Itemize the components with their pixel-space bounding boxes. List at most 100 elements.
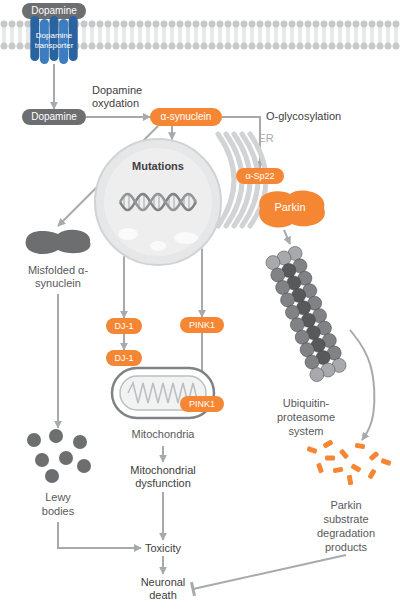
nucleus-part	[120, 194, 196, 210]
lewy-part	[35, 453, 49, 467]
products-part	[350, 463, 361, 472]
cell-nucleus: Mutations	[94, 138, 222, 266]
pill-part	[106, 350, 142, 366]
nucleus-part	[174, 232, 198, 244]
pathway-arrow	[57, 294, 59, 428]
pathway-arrow	[123, 334, 125, 350]
node-label: Neuronal death	[133, 576, 193, 602]
node-label: Mitochondria	[110, 428, 216, 441]
node-label: Toxicity	[131, 541, 195, 555]
node-label: DJ-1	[106, 318, 142, 334]
misfolded-protein: Misfolded α-synuclein	[8, 226, 108, 294]
ups-part	[310, 368, 324, 382]
nucleus-outline	[94, 138, 222, 266]
node-label: Parkin substrate degradation products	[313, 498, 379, 554]
molecule-pill: Dopamine	[22, 109, 86, 125]
protein-pill: PINK1	[180, 396, 224, 412]
ups-part	[266, 256, 280, 270]
lewy-part	[73, 435, 87, 449]
ups-part	[300, 343, 314, 357]
node-label: PINK1	[180, 396, 224, 412]
products-part	[339, 449, 349, 460]
lewy-part	[59, 451, 73, 465]
pathway-arrow	[162, 556, 164, 574]
node-label: Parkin	[250, 201, 330, 214]
products-part	[367, 468, 376, 479]
nucleus-part	[120, 194, 196, 210]
mitochondrion: MitochondriaPINK1	[110, 366, 216, 446]
pathway-arrow	[162, 446, 164, 462]
nucleus-part	[150, 241, 166, 251]
node-label: Dopamine transporter	[26, 31, 82, 51]
products-part	[355, 443, 366, 450]
node-label: Misfolded α-synuclein	[8, 264, 108, 290]
transporter-protein: Dopamine transporter	[30, 16, 78, 64]
products-part	[347, 475, 354, 486]
pathway-arrow	[58, 522, 141, 548]
ups-part	[285, 305, 299, 319]
protein-pill: α-synuclein	[150, 108, 222, 126]
node-label: α-Sp22	[236, 168, 284, 184]
node-label: Dopamine	[22, 109, 86, 125]
pill-part	[22, 109, 86, 125]
pill-part	[180, 396, 224, 412]
edge-label: O-glycosylation	[266, 110, 356, 123]
products-part	[306, 446, 317, 454]
ups-part	[295, 330, 309, 344]
products-part	[380, 458, 391, 466]
outcome-text: Toxicity	[141, 540, 185, 556]
node-label: PINK1	[180, 317, 224, 333]
degradation-products: Parkin substrate degradation products	[298, 440, 394, 555]
pathway-arrow	[53, 64, 55, 109]
pathway-arrow	[162, 492, 164, 540]
protein-pill: PINK1	[180, 317, 224, 333]
pathway-arrow	[201, 248, 203, 317]
nucleus-part	[95, 139, 221, 265]
ups-part	[305, 355, 319, 369]
node-label: Mitochondrial dysfunction	[110, 464, 216, 490]
pathway-arrow	[86, 116, 150, 118]
products-part	[333, 467, 344, 474]
products-outline	[298, 440, 394, 490]
products-part	[322, 439, 333, 448]
nucleus-part	[118, 228, 138, 240]
node-label: ER	[254, 132, 278, 145]
lewy-bodies: Lewy bodies	[20, 428, 96, 522]
outcome-text: Neuronal death	[133, 574, 193, 604]
ups-part	[276, 280, 290, 294]
proteasome-complex: Ubiquitin-proteasome system	[262, 244, 350, 384]
node-label: Mutations	[94, 160, 222, 173]
pathway-arrow	[350, 330, 374, 440]
protein-pill: α-Sp22	[236, 168, 284, 184]
node-label: Ubiquitin-proteasome system	[270, 396, 342, 438]
ups-outline	[262, 244, 350, 384]
protein-pill: DJ-1	[106, 318, 142, 334]
pathway-arrow	[123, 256, 125, 318]
pathway-arrow	[284, 230, 290, 244]
parkin-protein: Parkin	[250, 186, 330, 230]
ups-part	[271, 268, 285, 282]
pill-part	[106, 318, 142, 334]
ups-part	[281, 293, 295, 307]
node-label: Lewy bodies	[36, 490, 80, 518]
products-part	[316, 462, 324, 473]
pathway-arrow	[193, 555, 346, 589]
lewy-part	[77, 459, 91, 473]
products-part	[325, 456, 335, 461]
lewy-part	[45, 469, 59, 483]
node-label: α-synuclein	[150, 108, 222, 126]
lewy-part	[27, 433, 41, 447]
edge-label: Dopamine oxydation	[92, 84, 150, 110]
lewy-part	[49, 429, 63, 443]
ups-part	[290, 318, 304, 332]
misfolded-part	[26, 230, 91, 254]
outcome-text: Mitochondrial dysfunction	[110, 462, 216, 492]
pill-part	[236, 168, 284, 184]
protein-pill: DJ-1	[106, 350, 142, 366]
pill-part	[180, 317, 224, 333]
pill-part	[150, 108, 222, 126]
node-label: DJ-1	[106, 350, 142, 366]
lewy-outline	[20, 428, 96, 483]
pathway-arrow	[171, 126, 173, 140]
